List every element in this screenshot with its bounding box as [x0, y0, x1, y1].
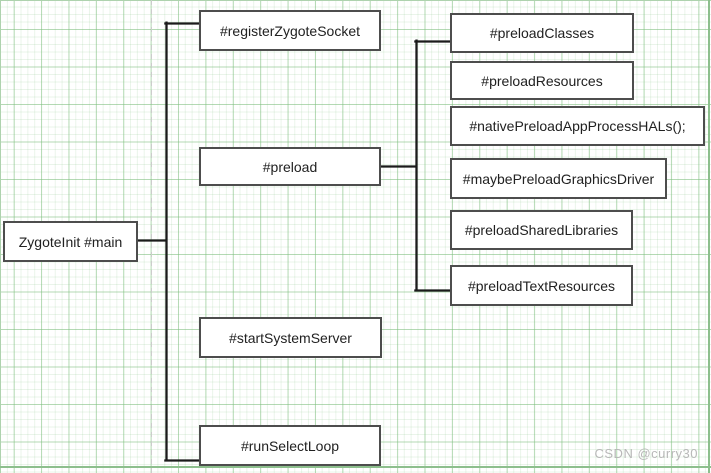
node-register-zygote-socket: #registerZygoteSocket — [199, 10, 381, 51]
node-preload: #preload — [199, 147, 381, 186]
canvas-edge-left — [0, 0, 1, 473]
csdn-watermark: CSDN @curry30 — [594, 446, 698, 461]
node-preload-shared-libraries: #preloadSharedLibraries — [450, 210, 633, 250]
node-preload-classes-label: #preloadClasses — [489, 25, 595, 41]
canvas-edge-right — [708, 0, 710, 473]
node-run-select-loop: #runSelectLoop — [199, 425, 381, 466]
node-start-system-server: #startSystemServer — [199, 317, 382, 358]
node-native-preload-app-process-hals: #nativePreloadAppProcessHALs(); — [450, 106, 705, 146]
node-preload-classes: #preloadClasses — [450, 13, 634, 53]
node-maybe-preload-graphics-driver: #maybePreloadGraphicsDriver — [450, 158, 667, 199]
page-divider-dashed-line — [151, 0, 152, 473]
node-zygoteinit-main-label: ZygoteInit #main — [18, 233, 123, 250]
node-preload-shared-libraries-label: #preloadSharedLibraries — [464, 222, 619, 238]
canvas-edge-top — [0, 0, 711, 1]
node-register-zygote-socket-label: #registerZygoteSocket — [219, 22, 361, 39]
node-start-system-server-label: #startSystemServer — [229, 329, 352, 346]
node-native-preload-app-process-hals-label: #nativePreloadAppProcessHALs(); — [469, 118, 686, 134]
node-preload-resources: #preloadResources — [450, 61, 634, 100]
node-zygoteinit-main: ZygoteInit #main — [3, 221, 138, 262]
canvas-edge-bottom — [0, 466, 711, 468]
node-preload-text-resources-label: #preloadTextResources — [467, 277, 616, 294]
node-run-select-loop-label: #runSelectLoop — [240, 437, 340, 454]
node-preload-text-resources: #preloadTextResources — [450, 265, 633, 306]
node-maybe-preload-graphics-driver-label: #maybePreloadGraphicsDriver — [462, 170, 655, 187]
node-preload-label: #preload — [262, 158, 318, 175]
node-preload-resources-label: #preloadResources — [481, 72, 603, 89]
